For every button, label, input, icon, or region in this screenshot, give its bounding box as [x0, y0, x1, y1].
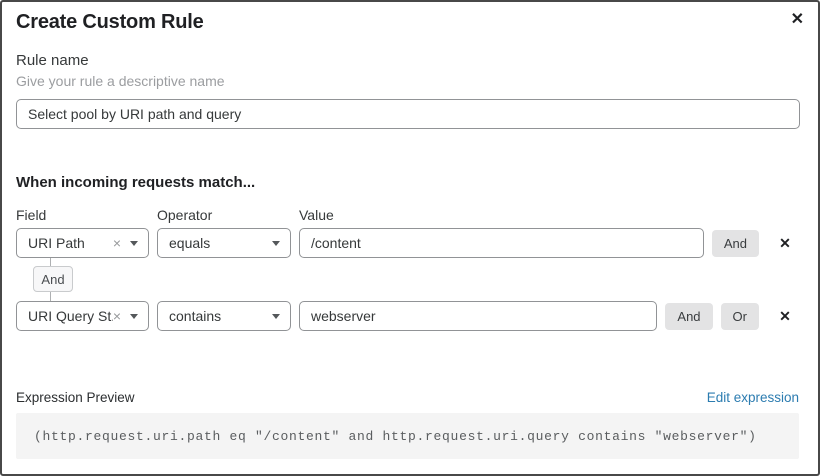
value-input-2[interactable]	[299, 301, 658, 331]
remove-condition-icon-1[interactable]: ✕	[777, 236, 793, 250]
match-heading: When incoming requests match...	[16, 174, 256, 191]
operator-select-1-value: equals	[169, 235, 211, 251]
chevron-down-icon	[272, 240, 280, 246]
field-column-label: Field	[16, 207, 47, 223]
and-combinator-button-2[interactable]: And	[665, 302, 713, 330]
expression-code: (http.request.uri.path eq "/content" and…	[16, 413, 799, 459]
rule-name-label: Rule name	[16, 52, 89, 69]
chevron-down-icon	[130, 313, 138, 319]
rule-name-section: Rule name Give your rule a descriptive n…	[16, 52, 804, 129]
field-select-1[interactable]: URI Path ×	[16, 228, 149, 258]
field-select-2-value: URI Query St...	[28, 308, 113, 324]
remove-condition-icon-2[interactable]: ✕	[777, 309, 793, 323]
operator-column-label: Operator	[157, 207, 213, 223]
and-combinator-button-1[interactable]: And	[711, 229, 759, 257]
dialog-title: Create Custom Rule	[16, 11, 204, 33]
operator-select-2-value: contains	[169, 308, 222, 324]
rule-name-input[interactable]	[16, 99, 800, 129]
operator-select-1[interactable]: equals	[157, 228, 291, 258]
close-icon[interactable]: ✕	[787, 8, 808, 32]
field-select-1-value: URI Path	[28, 235, 85, 251]
or-combinator-button-2[interactable]: Or	[720, 302, 759, 330]
clear-field-icon[interactable]: ×	[112, 235, 121, 251]
clear-field-icon[interactable]: ×	[112, 308, 121, 324]
value-input-1[interactable]	[299, 228, 704, 258]
chevron-down-icon	[272, 313, 280, 319]
condition-row-1: URI Path × equals And ✕	[16, 228, 793, 258]
connector-and-badge: And	[33, 266, 73, 292]
edit-expression-link[interactable]: Edit expression	[706, 390, 799, 405]
match-section: When incoming requests match... Field Op…	[16, 174, 804, 331]
value-column-label: Value	[299, 207, 334, 223]
chevron-down-icon	[130, 240, 138, 246]
operator-select-2[interactable]: contains	[157, 301, 291, 331]
condition-row-2: URI Query St... × contains And Or ✕	[16, 301, 793, 331]
expression-preview-section: Expression Preview Edit expression (http…	[16, 389, 804, 459]
condition-connector: And	[16, 258, 793, 301]
rule-name-hint: Give your rule a descriptive name	[16, 73, 225, 89]
field-select-2[interactable]: URI Query St... ×	[16, 301, 149, 331]
column-labels: Field Operator Value	[16, 207, 793, 224]
expression-preview-label: Expression Preview	[16, 390, 135, 405]
